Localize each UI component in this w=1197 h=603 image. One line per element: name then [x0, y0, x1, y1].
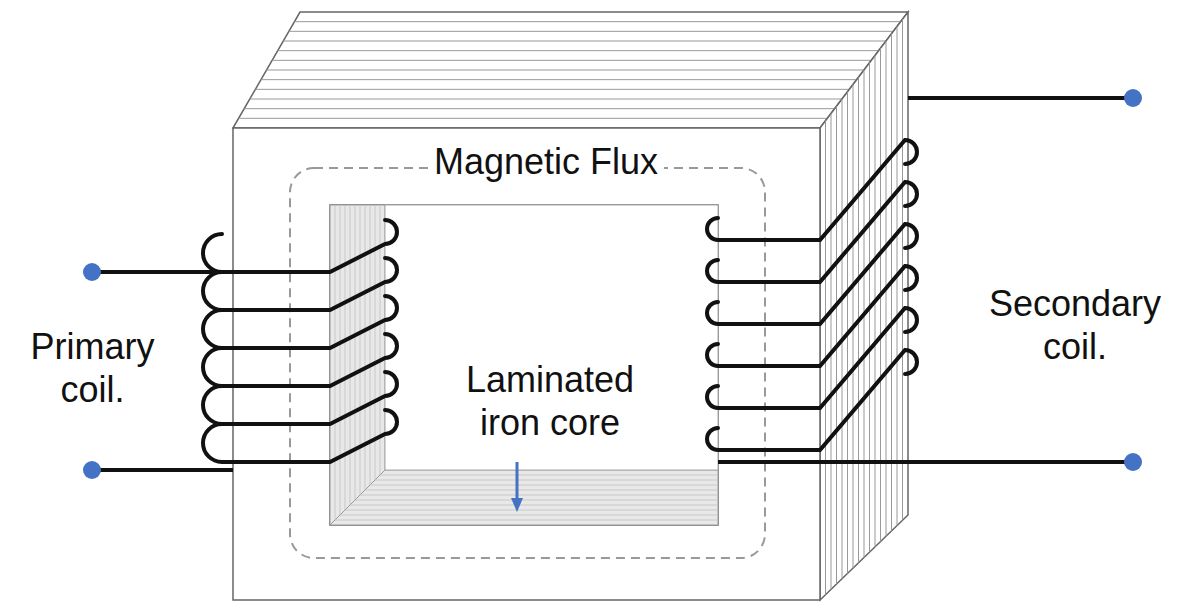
lamination-line — [283, 41, 886, 42]
part-label: Magnetic Flux — [396, 140, 696, 183]
lamination-line — [350, 205, 351, 505]
lamination-line — [350, 505, 718, 506]
coil-turn — [707, 182, 917, 282]
lamination-line — [365, 205, 366, 490]
window-bottom-wall — [330, 470, 718, 525]
lamination-line — [360, 205, 361, 495]
label-text: Magnetic Flux — [428, 141, 664, 182]
secondary-coil — [707, 98, 1133, 462]
lamination-line — [340, 515, 718, 516]
lamination-line — [250, 99, 842, 100]
coil-turn — [203, 334, 397, 386]
lamination-line — [345, 510, 718, 511]
lamination-line — [345, 205, 346, 510]
terminal-dot — [83, 263, 101, 281]
part-label: Primary coil. — [5, 325, 180, 411]
coil-turn — [203, 220, 397, 272]
terminal-dot — [83, 461, 101, 479]
lamination-line — [267, 70, 865, 71]
coil-turn — [203, 258, 397, 310]
lamination-line — [355, 500, 718, 501]
part-label: Laminated iron core — [450, 358, 650, 444]
window-back — [385, 205, 718, 470]
lead-wire — [908, 96, 1133, 100]
core-top-face — [233, 12, 908, 128]
lamination-line — [340, 205, 341, 515]
arrow-head — [511, 498, 523, 512]
terminal-dot — [1124, 89, 1142, 107]
arrow-shaft — [516, 462, 519, 500]
lamination-line — [272, 60, 871, 61]
coil-turn — [203, 372, 397, 424]
label-text: Secondary coil. — [989, 283, 1161, 367]
lamination-line — [239, 118, 828, 119]
flux-path — [290, 168, 765, 558]
coil-turn — [707, 350, 917, 450]
lamination-line — [355, 205, 356, 500]
coil-turn — [707, 140, 917, 240]
part-label: Secondary coil. — [975, 282, 1175, 368]
label-text: Laminated iron core — [466, 359, 634, 443]
coil-turn — [203, 410, 397, 462]
lamination-line — [335, 520, 718, 521]
lead-wire — [92, 270, 222, 274]
lamination-line — [335, 205, 336, 520]
lamination-line — [255, 89, 849, 90]
lamination-line — [365, 490, 718, 491]
window-left-wall — [330, 205, 385, 525]
lamination-line — [261, 79, 857, 80]
label-text: Primary coil. — [31, 326, 155, 410]
lamination-line — [244, 108, 835, 109]
lamination-line — [375, 480, 718, 481]
lead-wire — [718, 460, 1133, 464]
coil-turn — [707, 308, 917, 408]
coil-turn — [203, 296, 397, 348]
coil-turn — [707, 266, 917, 366]
lamination-line — [289, 31, 894, 32]
terminal-dot — [1124, 453, 1142, 471]
lamination-line — [360, 495, 718, 496]
lamination-line — [294, 21, 900, 22]
lamination-line — [380, 475, 718, 476]
lead-wire — [92, 468, 233, 472]
lamination-line — [278, 50, 879, 51]
coil-turn — [707, 224, 917, 324]
lamination-line — [370, 485, 718, 486]
